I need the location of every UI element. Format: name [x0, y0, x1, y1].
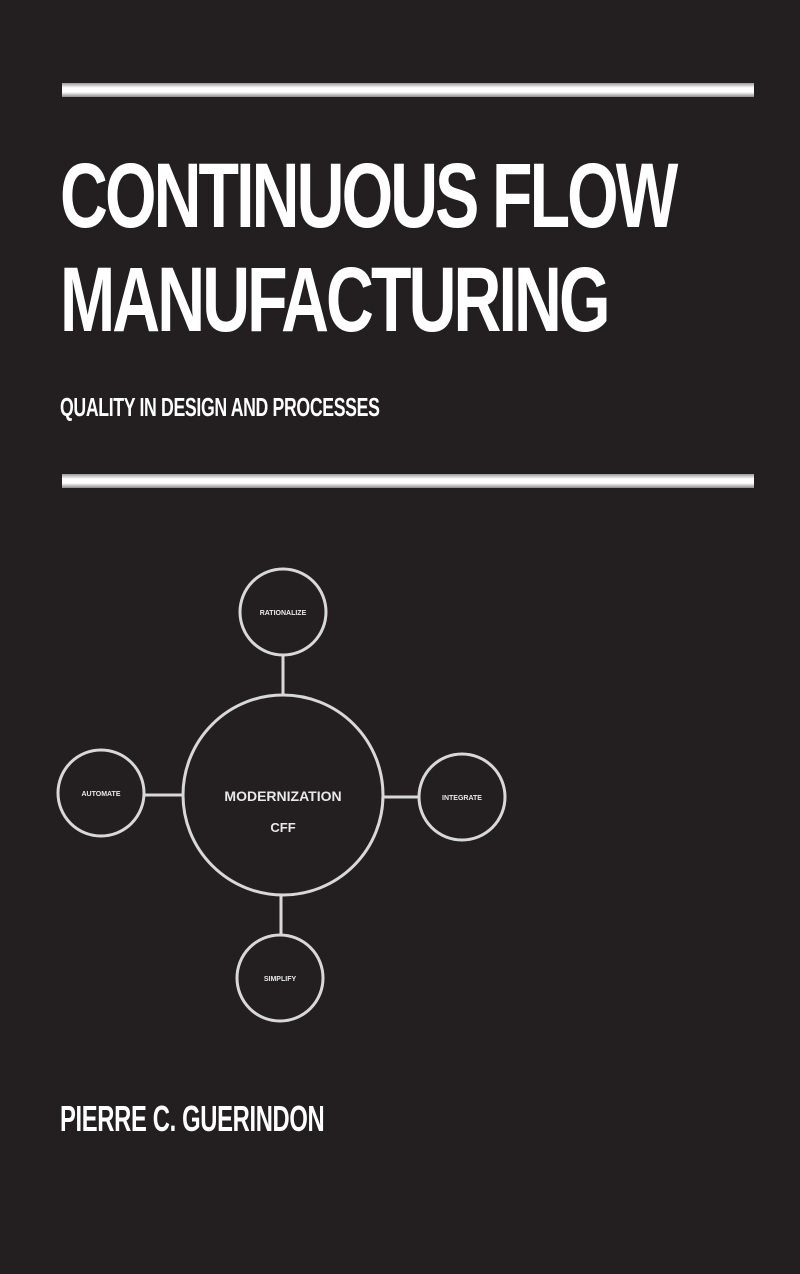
- author-name: PIERRE C. GUERINDON: [60, 1098, 325, 1139]
- subtitle: QUALITY IN DESIGN AND PROCESSES: [60, 392, 380, 422]
- center-label-line2: CFF: [270, 820, 295, 835]
- node-label-bottom: SIMPLIFY: [264, 976, 297, 983]
- bottom-rule: [62, 474, 754, 488]
- center-label-line1: MODERNIZATION: [224, 788, 341, 804]
- title-line-1: CONTINUOUS FLOW: [60, 145, 678, 247]
- center-circle: [181, 693, 385, 897]
- title-line-2: MANUFACTURING: [60, 249, 611, 351]
- node-label-top: RATIONALIZE: [260, 610, 307, 617]
- node-circle-bottom: [235, 933, 325, 1023]
- node-label-left: AUTOMATE: [81, 791, 120, 798]
- node-label-right: INTEGRATE: [442, 795, 482, 802]
- node-circle-left: [56, 748, 146, 838]
- node-circle-top: [238, 567, 328, 657]
- top-rule: [62, 83, 754, 97]
- node-circle-right: [417, 752, 507, 842]
